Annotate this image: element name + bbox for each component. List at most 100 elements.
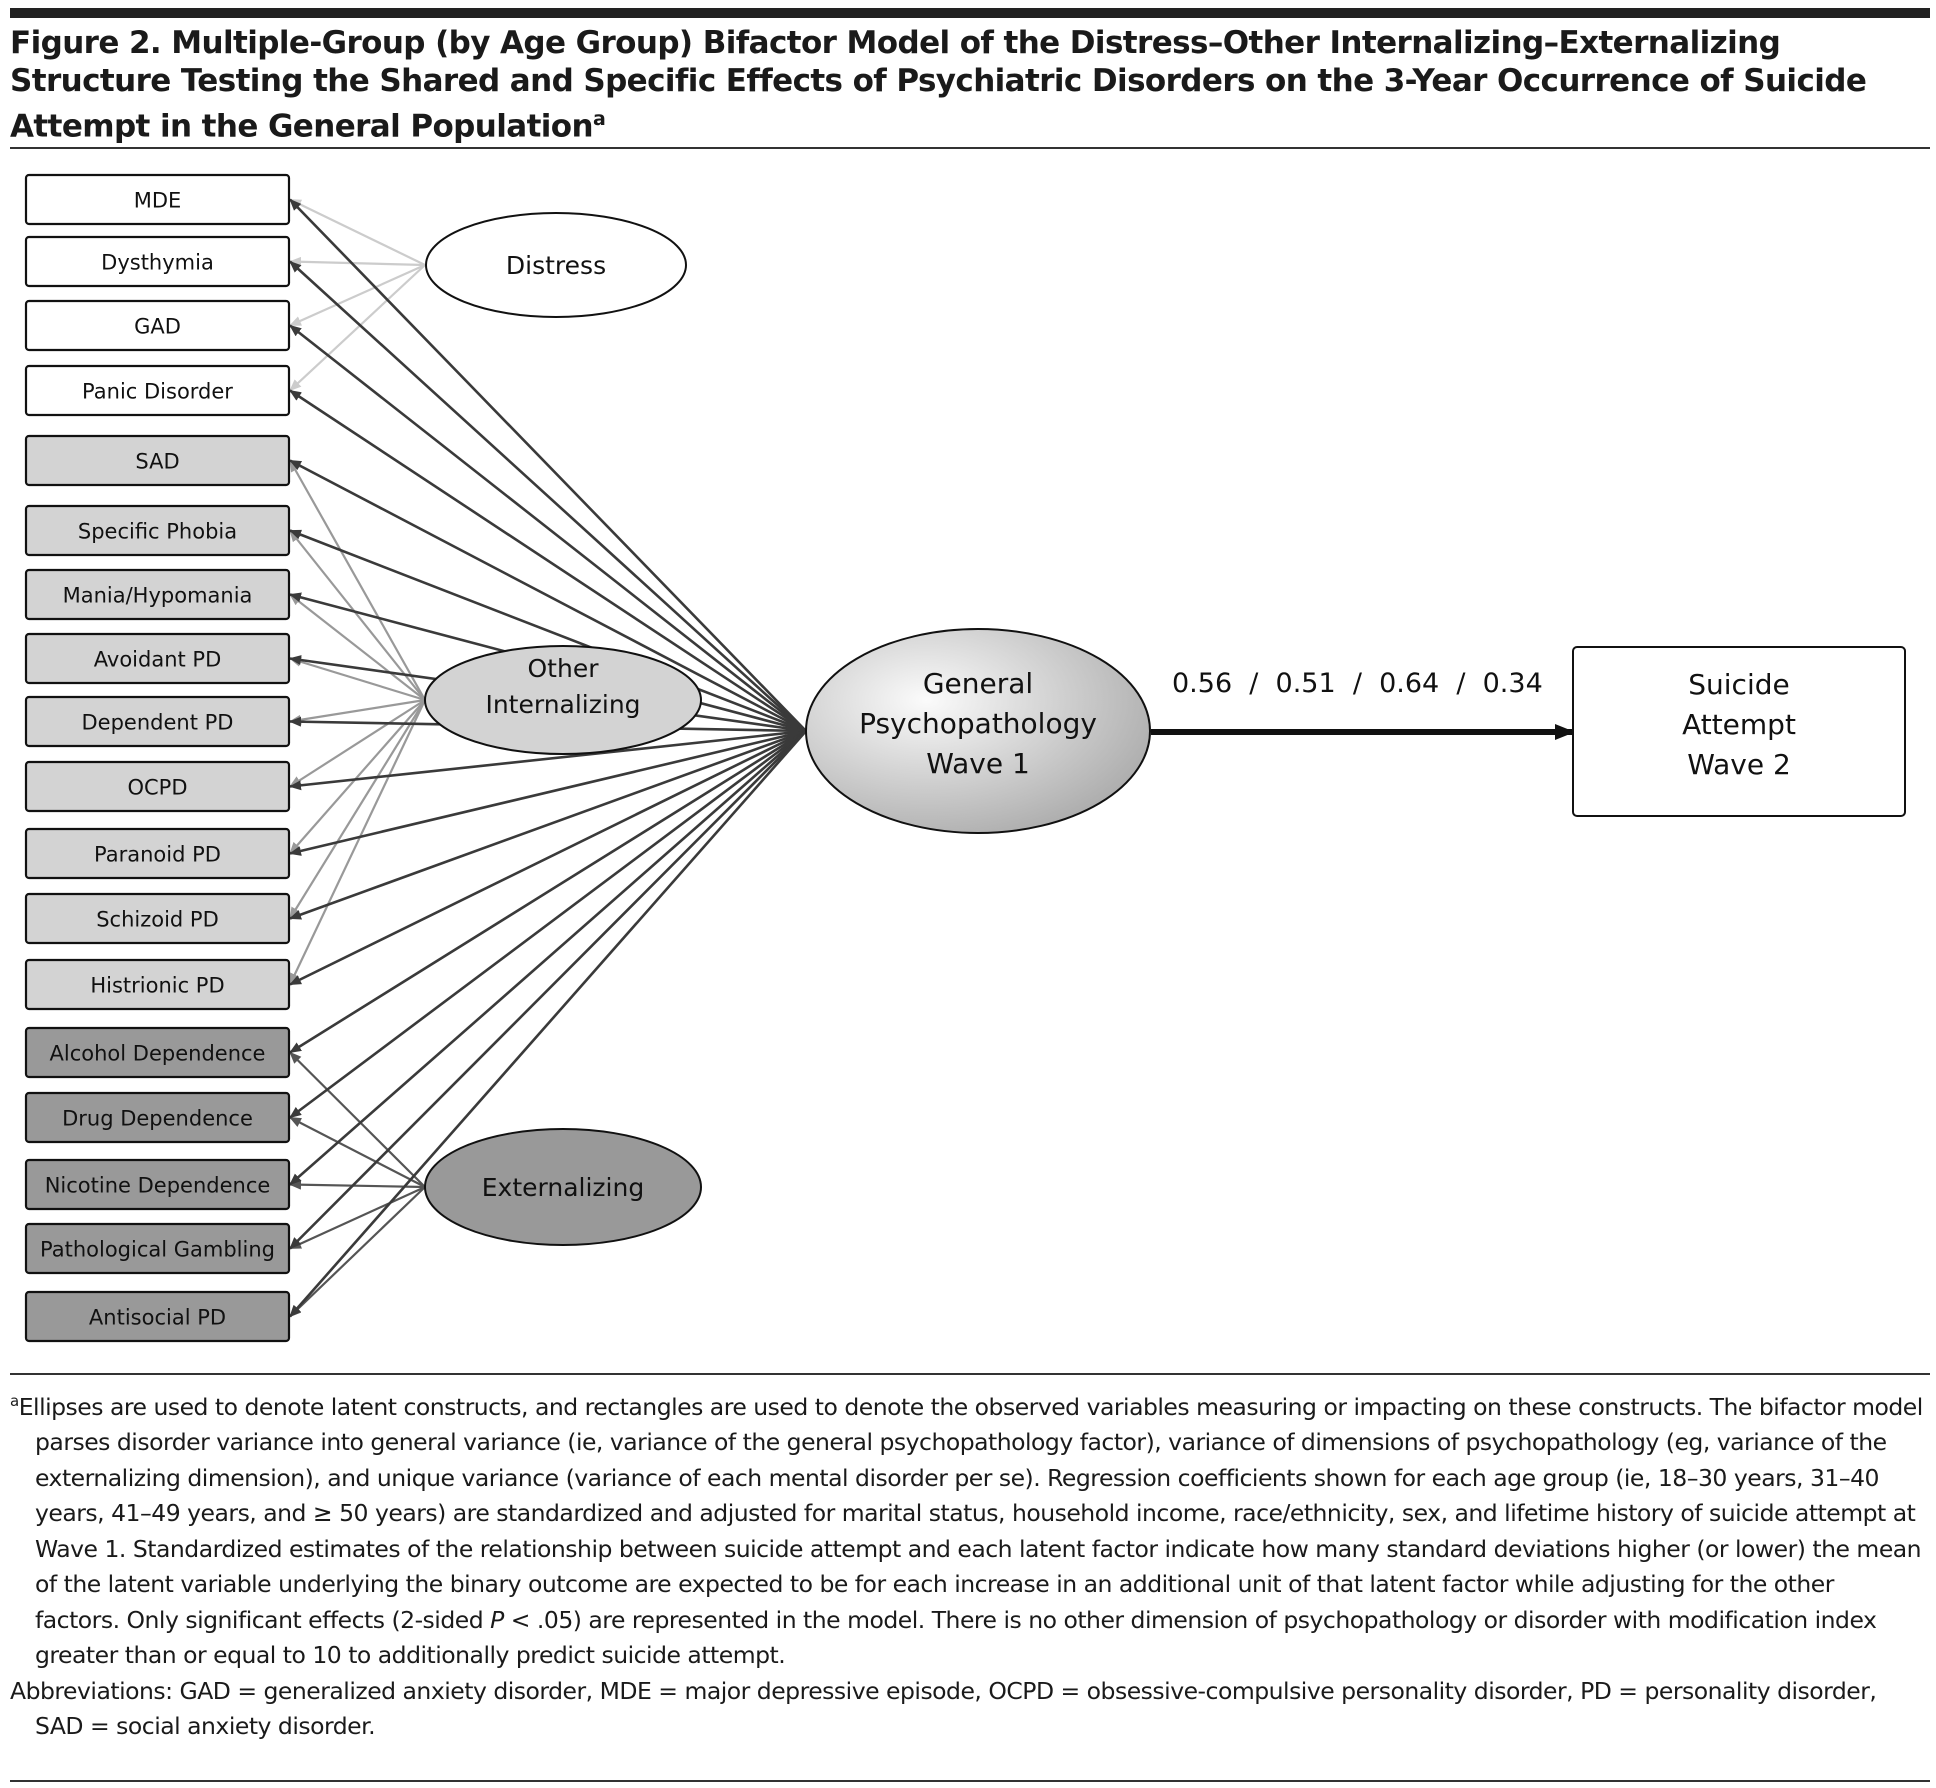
loading-distress-dysthymia: [289, 256, 426, 267]
loading-other-schizoid-pd: [289, 699, 426, 920]
loading-distress-panic-disorder: [289, 264, 426, 392]
footnote-text: aEllipses are used to denote latent cons…: [10, 1384, 1925, 1674]
footnote-text-part1: Ellipses are used to denote latent const…: [18, 1392, 1924, 1634]
loading-general-ocpd: [289, 729, 807, 791]
observed-label-gad: GAD: [134, 315, 181, 339]
loading-general-alcohol-dependence: [289, 729, 807, 1054]
loading-general-gad: [289, 324, 807, 733]
observed-label-mde: MDE: [134, 189, 182, 213]
loading-general-paranoid-pd: [289, 729, 807, 856]
observed-label-histrionic-pd: Histrionic PD: [90, 974, 224, 998]
footnote-marker: a: [10, 1392, 19, 1410]
loading-distress-mde: [289, 198, 426, 266]
footnote-p-symbol: P: [490, 1605, 504, 1634]
observed-box-dysthymia: [24, 235, 291, 288]
loading-general-sad: [289, 459, 807, 733]
observed-label-mania-hypomania: Mania/Hypomania: [63, 584, 253, 608]
observed-box-panic-disorder: [24, 364, 291, 417]
other-internalizing-ellipse: [424, 645, 702, 755]
observed-box-drug-dependence: [24, 1091, 291, 1144]
outcome-label-line1: Suicide: [1688, 668, 1789, 701]
figure-footnote: aEllipses are used to denote latent cons…: [10, 1384, 1925, 1745]
observed-label-alcohol-dependence: Alcohol Dependence: [50, 1042, 266, 1066]
observed-label-specific-phobia: Specific Phobia: [78, 520, 237, 544]
distress-label: Distress: [506, 251, 606, 280]
observed-label-nicotine-dependence: Nicotine Dependence: [45, 1174, 271, 1198]
general-psychopathology-ellipse: [805, 628, 1151, 834]
general-label-line3: Wave 1: [926, 747, 1030, 780]
footnote-top-rule: [10, 1373, 1930, 1375]
loading-general-pathological-gambling: [289, 730, 807, 1250]
footnote-text-part2: < .05) are represented in the model. The…: [35, 1605, 1877, 1670]
observed-label-dependent-pd: Dependent PD: [82, 711, 234, 735]
observed-label-schizoid-pd: Schizoid PD: [96, 908, 219, 932]
loading-other-sad: [289, 459, 426, 701]
footnote-abbreviations: Abbreviations: GAD = generalized anxiety…: [10, 1676, 1877, 1741]
outcome-label-line3: Wave 2: [1687, 748, 1791, 781]
loading-other-paranoid-pd: [289, 699, 426, 855]
observed-box-avoidant-pd: [24, 632, 291, 685]
observed-box-specific-phobia: [24, 504, 291, 557]
loading-other-avoidant-pd: [289, 656, 426, 702]
observed-label-drug-dependence: Drug Dependence: [62, 1107, 253, 1131]
observed-label-antisocial-pd: Antisocial PD: [89, 1306, 226, 1330]
observed-box-ocpd: [24, 760, 291, 813]
observed-label-paranoid-pd: Paranoid PD: [94, 843, 221, 867]
loading-general-specific-phobia: [289, 529, 807, 733]
observed-box-sad: [24, 434, 291, 487]
loading-general-antisocial-pd: [289, 730, 807, 1318]
loading-external-nicotine-dependence: [289, 1179, 426, 1190]
bottom-rule: [10, 1780, 1930, 1782]
loading-general-drug-dependence: [289, 729, 807, 1119]
loading-external-alcohol-dependence: [289, 1051, 426, 1188]
observed-box-antisocial-pd: [24, 1290, 291, 1343]
top-rule: [10, 8, 1930, 18]
observed-box-dependent-pd: [24, 695, 291, 748]
observed-label-sad: SAD: [135, 450, 179, 474]
externalizing-label: Externalizing: [482, 1173, 644, 1202]
figure-title-superscript: a: [592, 108, 606, 130]
loading-external-antisocial-pd: [289, 1186, 426, 1318]
figure-title-text: Figure 2. Multiple-Group (by Age Group) …: [10, 25, 1867, 145]
loading-other-specific-phobia: [289, 529, 426, 701]
observed-box-nicotine-dependence: [24, 1158, 291, 1211]
loading-external-drug-dependence: [289, 1116, 426, 1188]
observed-box-schizoid-pd: [24, 892, 291, 945]
loading-other-dependent-pd: [289, 698, 426, 725]
loading-general-schizoid-pd: [289, 729, 807, 920]
loading-other-mania-hypomania: [289, 593, 426, 701]
loading-general-histrionic-pd: [289, 729, 807, 986]
observed-label-panic-disorder: Panic Disorder: [82, 380, 233, 404]
observed-label-pathological-gambling: Pathological Gambling: [40, 1238, 275, 1262]
observed-label-ocpd: OCPD: [127, 776, 187, 800]
loading-general-nicotine-dependence: [289, 730, 807, 1186]
observed-box-histrionic-pd: [24, 958, 291, 1011]
suicide-attempt-box: [1572, 646, 1906, 817]
general-label-line1: General: [923, 667, 1033, 700]
regression-coefficients: 0.56 / 0.51 / 0.64 / 0.34: [1172, 668, 1543, 699]
other-internalizing-label-line2: Internalizing: [485, 690, 640, 719]
observed-box-alcohol-dependence: [24, 1026, 291, 1079]
figure-title: Figure 2. Multiple-Group (by Age Group) …: [10, 24, 1920, 145]
general-label-line2: Psychopathology: [859, 707, 1097, 740]
latent-factors: Distress Other Internalizing Externalizi…: [424, 212, 1151, 1246]
loading-distress-gad: [289, 263, 426, 327]
observed-box-gad: [24, 299, 291, 352]
other-internalizing-label-line1: Other: [528, 654, 600, 683]
loading-other-histrionic-pd: [289, 699, 426, 986]
loading-general-dysthymia: [289, 260, 807, 732]
loading-other-ocpd: [289, 699, 426, 788]
observed-label-avoidant-pd: Avoidant PD: [94, 648, 222, 672]
observed-box-mania-hypomania: [24, 568, 291, 621]
observed-box-mde: [24, 173, 291, 226]
loading-general-panic-disorder: [289, 389, 807, 733]
outcome-label-line2: Attempt: [1682, 708, 1796, 741]
title-rule: [10, 147, 1930, 149]
loading-external-pathological-gambling: [289, 1185, 426, 1250]
loading-general-mde: [289, 198, 807, 732]
distress-ellipse: [425, 212, 687, 318]
observed-box-pathological-gambling: [24, 1222, 291, 1275]
observed-box-paranoid-pd: [24, 827, 291, 880]
